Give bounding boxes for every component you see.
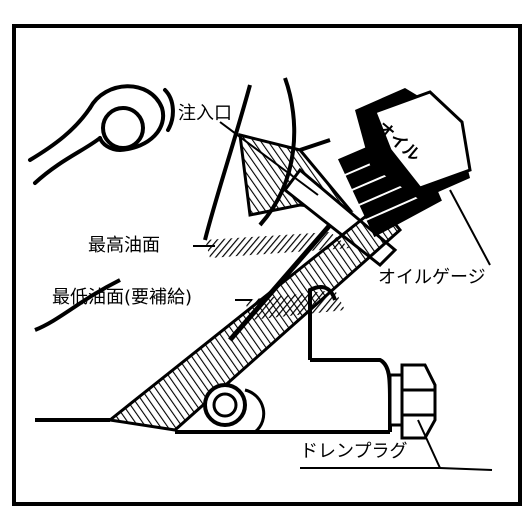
lever-arm bbox=[28, 84, 175, 185]
diagram-border bbox=[12, 24, 522, 506]
oil-cap bbox=[355, 88, 472, 200]
max-level-hatch bbox=[205, 232, 350, 258]
label-oil-gauge: オイルゲージ bbox=[378, 267, 486, 288]
bolt-circle bbox=[203, 383, 247, 427]
drain-plug-shape bbox=[388, 363, 437, 440]
label-drain-plug: ドレンプラグ bbox=[300, 441, 408, 462]
label-max-level: 最高油面 bbox=[88, 235, 160, 256]
label-min-level: 最低油面(要補給) bbox=[52, 287, 193, 308]
leader-lines bbox=[193, 121, 493, 471]
label-filler-port: 注入口 bbox=[178, 103, 232, 124]
oil-pan-wall bbox=[106, 202, 403, 432]
